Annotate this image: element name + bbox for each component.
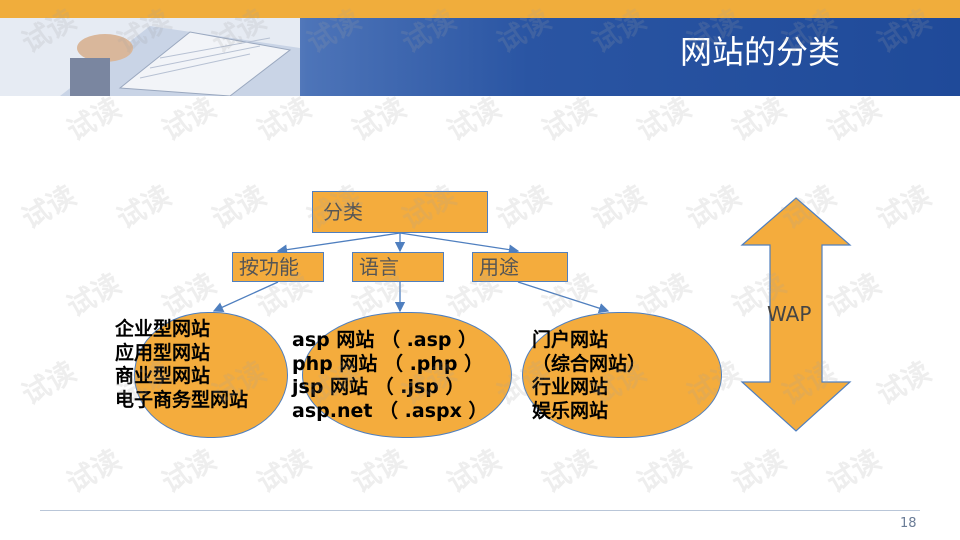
list-item: 娱乐网站	[532, 399, 609, 422]
category-function: 按功能	[232, 252, 324, 282]
list-item: （综合网站）	[532, 352, 647, 375]
slide-title: 网站的分类	[680, 33, 841, 71]
list-item: 门户网站	[532, 329, 609, 351]
category-purpose: 用途	[472, 252, 568, 282]
group-purpose-shape	[522, 312, 722, 438]
list-item: asp.net （ .aspx ）	[292, 399, 488, 422]
group-function-shape	[134, 312, 288, 438]
page-number: 18	[900, 516, 917, 531]
category-language: 语言	[352, 252, 444, 282]
list-item: 电子商务型网站	[115, 388, 249, 411]
wap-label: WAP	[767, 302, 812, 326]
list-item: 应用型网站	[115, 341, 211, 364]
group-language-shape	[302, 312, 512, 438]
list-item: asp 网站 （ .asp ）	[292, 329, 478, 351]
list-item: php 网站 （ .php ）	[292, 352, 484, 375]
list-item: 商业型网站	[115, 365, 211, 387]
root-node: 分类	[312, 191, 488, 233]
wap-double-arrow	[740, 197, 852, 432]
group-purpose-list: 门户网站 （综合网站） 行业网站 娱乐网站	[532, 329, 646, 423]
list-item: jsp 网站 （ .jsp ）	[292, 376, 465, 398]
list-item: 行业网站	[532, 376, 609, 398]
list-item: 企业型网站	[115, 318, 211, 340]
keyboard-photo	[0, 18, 300, 96]
group-function-list: 企业型网站 应用型网站 商业型网站 电子商务型网站	[115, 318, 248, 412]
top-accent-bar	[0, 0, 960, 18]
group-language-list: asp 网站 （ .asp ） php 网站 （ .php ） jsp 网站 （…	[292, 329, 488, 423]
footer-divider	[40, 510, 920, 511]
